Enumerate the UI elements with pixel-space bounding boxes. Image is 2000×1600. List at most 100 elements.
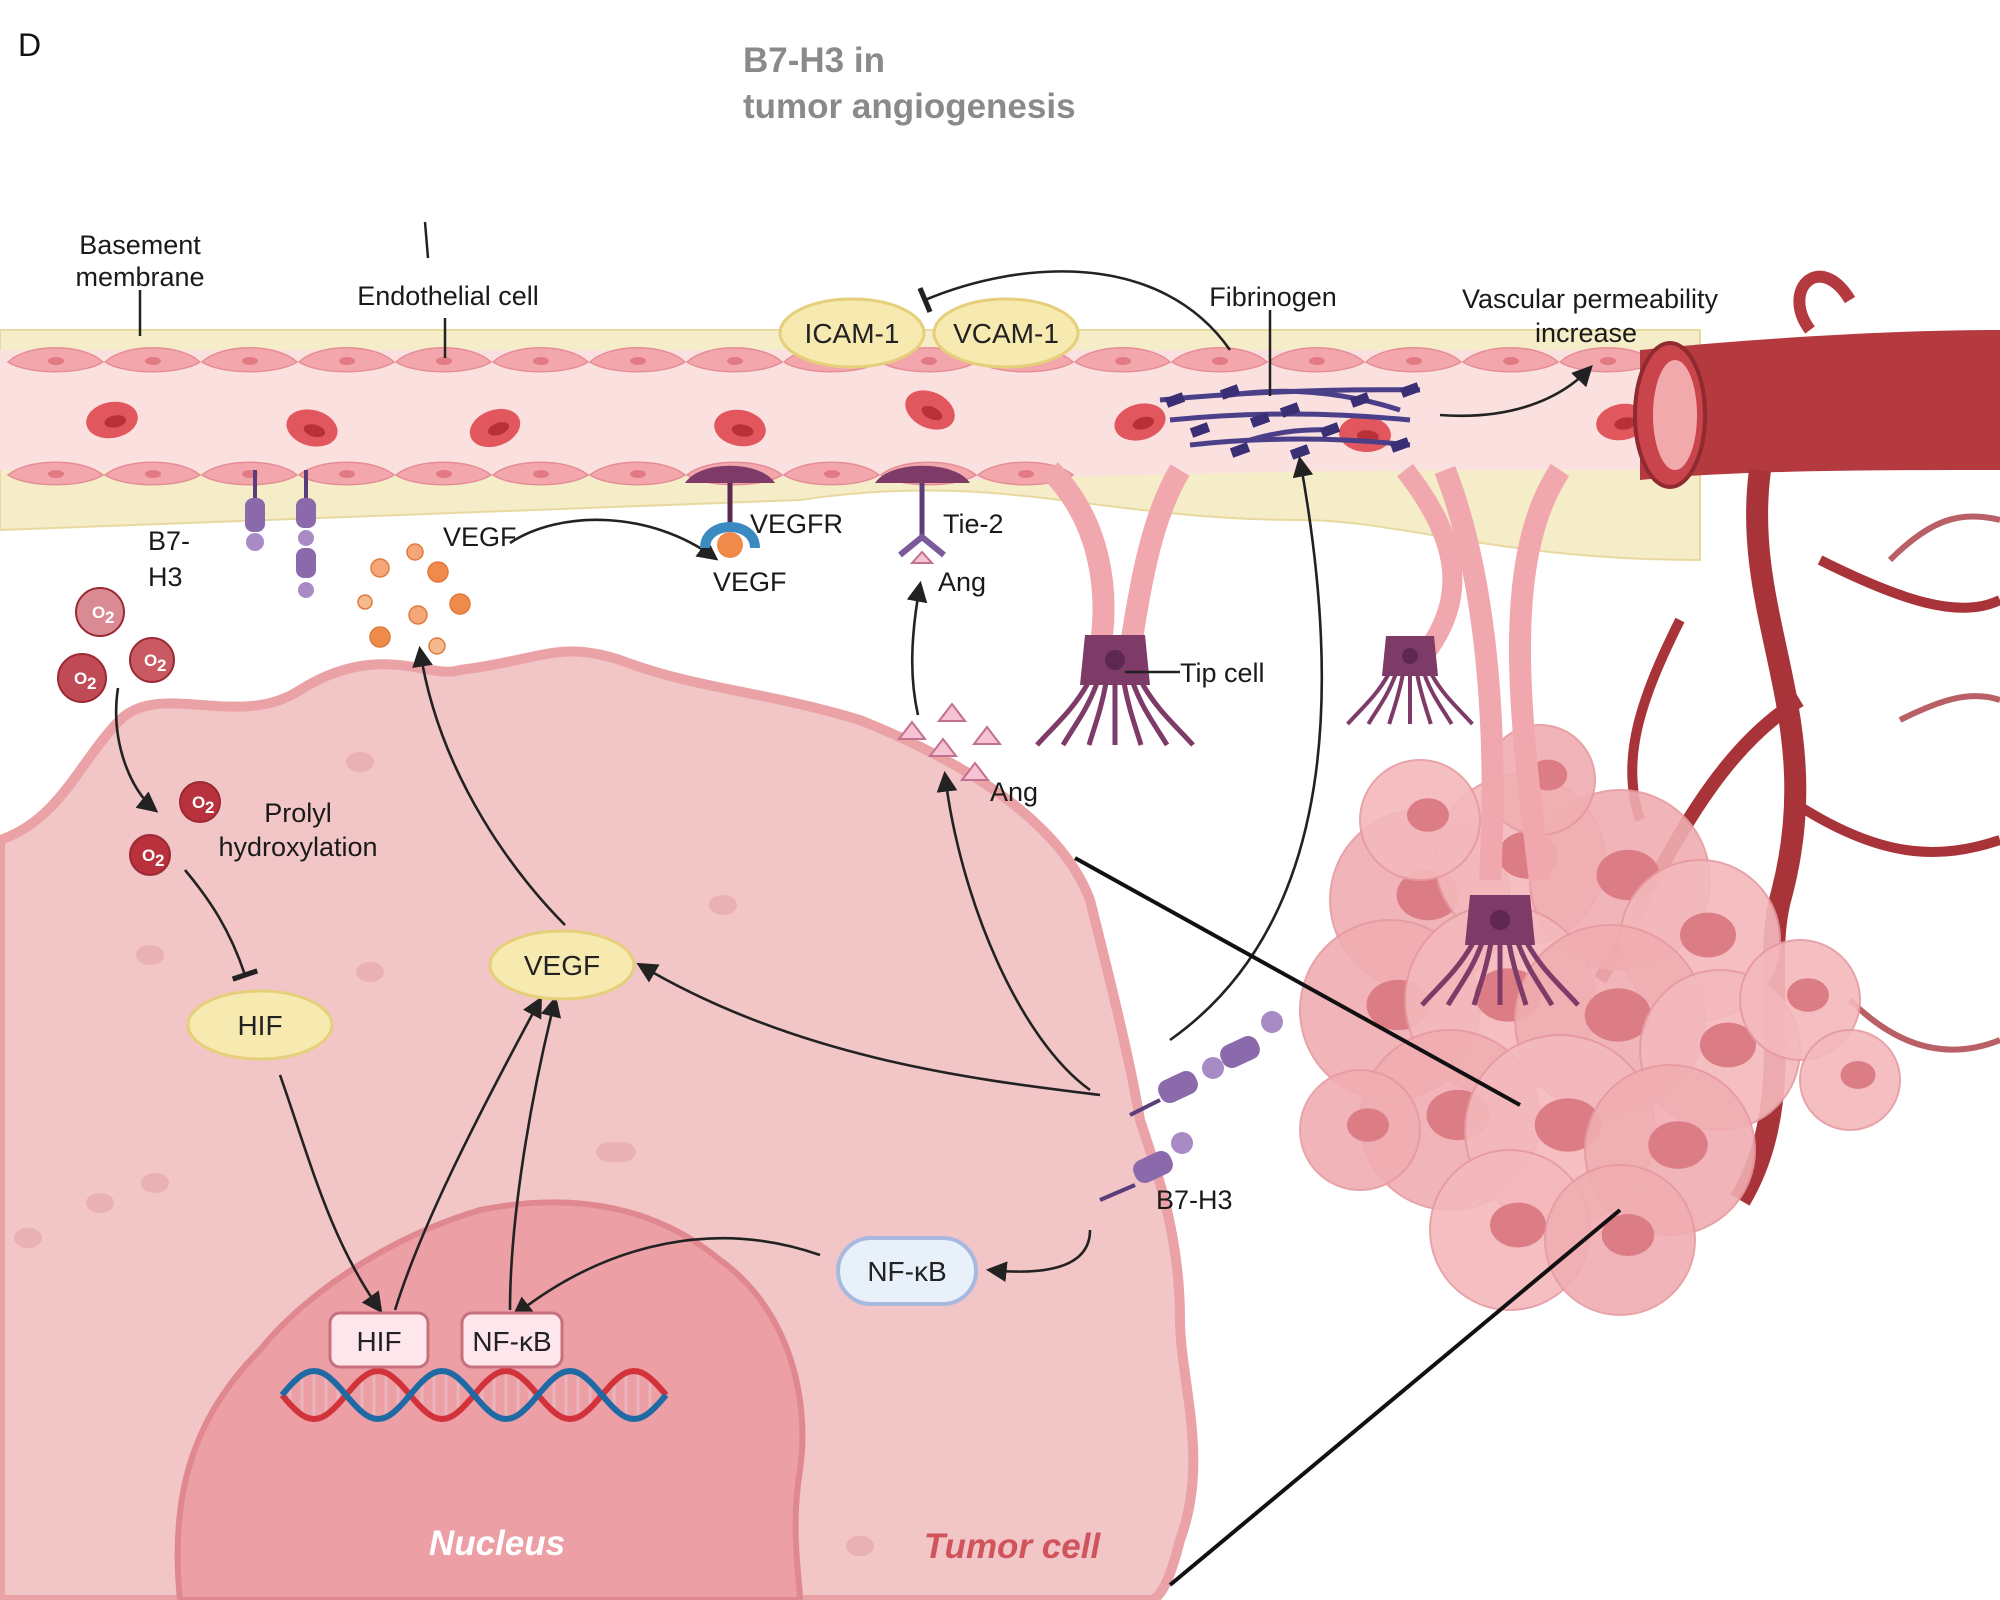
fibrinogen-knot: [1349, 392, 1371, 408]
endothelial-nucleus: [436, 470, 452, 478]
title-line-2: tumor angiogenesis: [743, 87, 1076, 126]
tumor-cell-nucleus: [1534, 1098, 1602, 1152]
ang-bound-label: Ang: [938, 567, 986, 597]
tumor-cell: [0, 646, 1199, 1600]
vegfr-label: VEGFR: [750, 509, 843, 539]
tip-cell-3-filopodium: [1420, 941, 1476, 1007]
vegf-particle: [408, 605, 428, 625]
vascular-permeability-label-1: Vascular permeability: [1462, 284, 1719, 314]
ang-particle: [971, 725, 1003, 745]
tip-cell-label: Tip cell: [1180, 658, 1265, 688]
vegf-particle: [369, 626, 391, 648]
red-blood-cell-center: [921, 405, 943, 421]
cytoplasm-dot: [136, 945, 164, 965]
red-blood-cell-center: [487, 422, 510, 436]
hif-dna-label: HIF: [356, 1326, 401, 1357]
b7h3-top-label-2: H3: [148, 562, 183, 592]
endothelial-nucleus: [1018, 470, 1034, 478]
fibrinogen-knot: [1189, 422, 1211, 438]
nucleus: [174, 1199, 806, 1600]
tumor-cell-nucleus: [1680, 912, 1736, 958]
tip-cell-2-nucleus: [1402, 648, 1418, 664]
ang-particle: [896, 720, 928, 740]
oxygen-molecule: [75, 587, 125, 637]
endothelial-nucleus: [145, 470, 161, 478]
tip-cell-1-filopodium: [1130, 682, 1170, 747]
cytoplasm-dot: [356, 962, 384, 982]
tip-cell-1-filopodium: [1035, 681, 1091, 747]
endothelial-nucleus: [921, 357, 937, 365]
b7h3-tumor-label: B7-H3: [1156, 1185, 1233, 1215]
fibrinogen-knot: [1399, 382, 1421, 398]
vegf-particle: [370, 558, 390, 578]
oxygen-subscript: 2: [87, 674, 96, 693]
ang-particle: [927, 737, 959, 757]
tumor-cell-nucleus: [1840, 1061, 1876, 1089]
vcam1-label: VCAM-1: [953, 318, 1059, 349]
fibrinogen-label: Fibrinogen: [1209, 282, 1337, 312]
oxygen-label: O: [192, 793, 205, 812]
vcam1-node: VCAM-1: [932, 297, 1080, 369]
vegf-particle: [406, 543, 424, 561]
endothelial-nucleus: [242, 357, 258, 365]
endothelial-nucleus: [630, 470, 646, 478]
ang-particle: [959, 761, 991, 781]
basement-membrane-label-2: membrane: [75, 262, 204, 292]
tumor-cell-nucleus: [1407, 798, 1449, 832]
fibrinogen-knot: [1389, 437, 1411, 453]
endothelial-nucleus: [48, 470, 64, 478]
tumor-cell-nucleus: [1490, 1202, 1546, 1248]
tip-cell-1-filopodium: [1060, 682, 1100, 747]
blood-vessel: [0, 329, 1701, 562]
oxygen-subscript: 2: [205, 798, 214, 817]
tip-cell-1-filopodium: [1139, 681, 1195, 747]
tip-cell-2-filopodium: [1422, 673, 1454, 726]
fibrinogen-strand: [1189, 436, 1411, 448]
endothelial-nucleus: [824, 470, 840, 478]
fibrinogen-knot: [1164, 392, 1186, 408]
fibrinogen-knot: [1229, 442, 1251, 458]
endothelial-nucleus: [48, 357, 64, 365]
endothelial-nucleus: [339, 357, 355, 365]
dna-strand-blue: [279, 1367, 669, 1423]
fibrinogen-knot: [1249, 412, 1271, 428]
basement-membrane-label-1: Basement: [79, 230, 201, 260]
prolyl-label-2: hydroxylation: [218, 832, 377, 862]
vegf-particle: [427, 561, 449, 583]
tie2-label: Tie-2: [943, 509, 1004, 539]
nfkb-node-label: NF-κB: [867, 1256, 946, 1287]
tip-cell-2-filopodium: [1387, 674, 1405, 725]
tumor-cell-nucleus: [1700, 1022, 1756, 1068]
vegf-particle: [449, 593, 471, 615]
nfkb-node: NF-κB: [836, 1236, 978, 1306]
hif-node-label: HIF: [237, 1010, 282, 1041]
tip-cell-1-filopodium: [1121, 682, 1144, 746]
oxygen-molecule: [179, 781, 221, 823]
vegf-particle: [428, 637, 446, 655]
vegf-particle: [357, 594, 373, 610]
endothelial-nucleus: [630, 357, 646, 365]
vascular-permeability-label-2: increase: [1535, 318, 1637, 348]
oxygen-label: O: [74, 669, 87, 688]
endothelial-nucleus: [1212, 357, 1228, 365]
cytoplasm-dot: [141, 1173, 169, 1193]
nfkb-dna-label: NF-κB: [472, 1326, 551, 1357]
endothelial-nucleus: [533, 357, 549, 365]
tip-cell-3-filopodium: [1524, 941, 1580, 1007]
tumor-cell-nucleus: [1347, 1108, 1389, 1142]
tie2-receptor: [875, 465, 970, 564]
tip-cell-1-filopodium: [1086, 682, 1109, 746]
oxygen-label: O: [144, 651, 157, 670]
red-blood-cell-center: [104, 415, 127, 428]
endothelial-nucleus: [1309, 357, 1325, 365]
endothelial-nucleus: [145, 357, 161, 365]
endothelial-nucleus: [436, 357, 452, 365]
red-blood-cell-center: [1614, 417, 1637, 430]
cytoplasm-dot: [709, 895, 737, 915]
endothelial-nucleus: [1115, 357, 1131, 365]
tip-cells: [1035, 635, 1580, 1007]
oxygen-label: O: [92, 603, 105, 622]
cytoplasm-dot: [14, 1228, 42, 1248]
